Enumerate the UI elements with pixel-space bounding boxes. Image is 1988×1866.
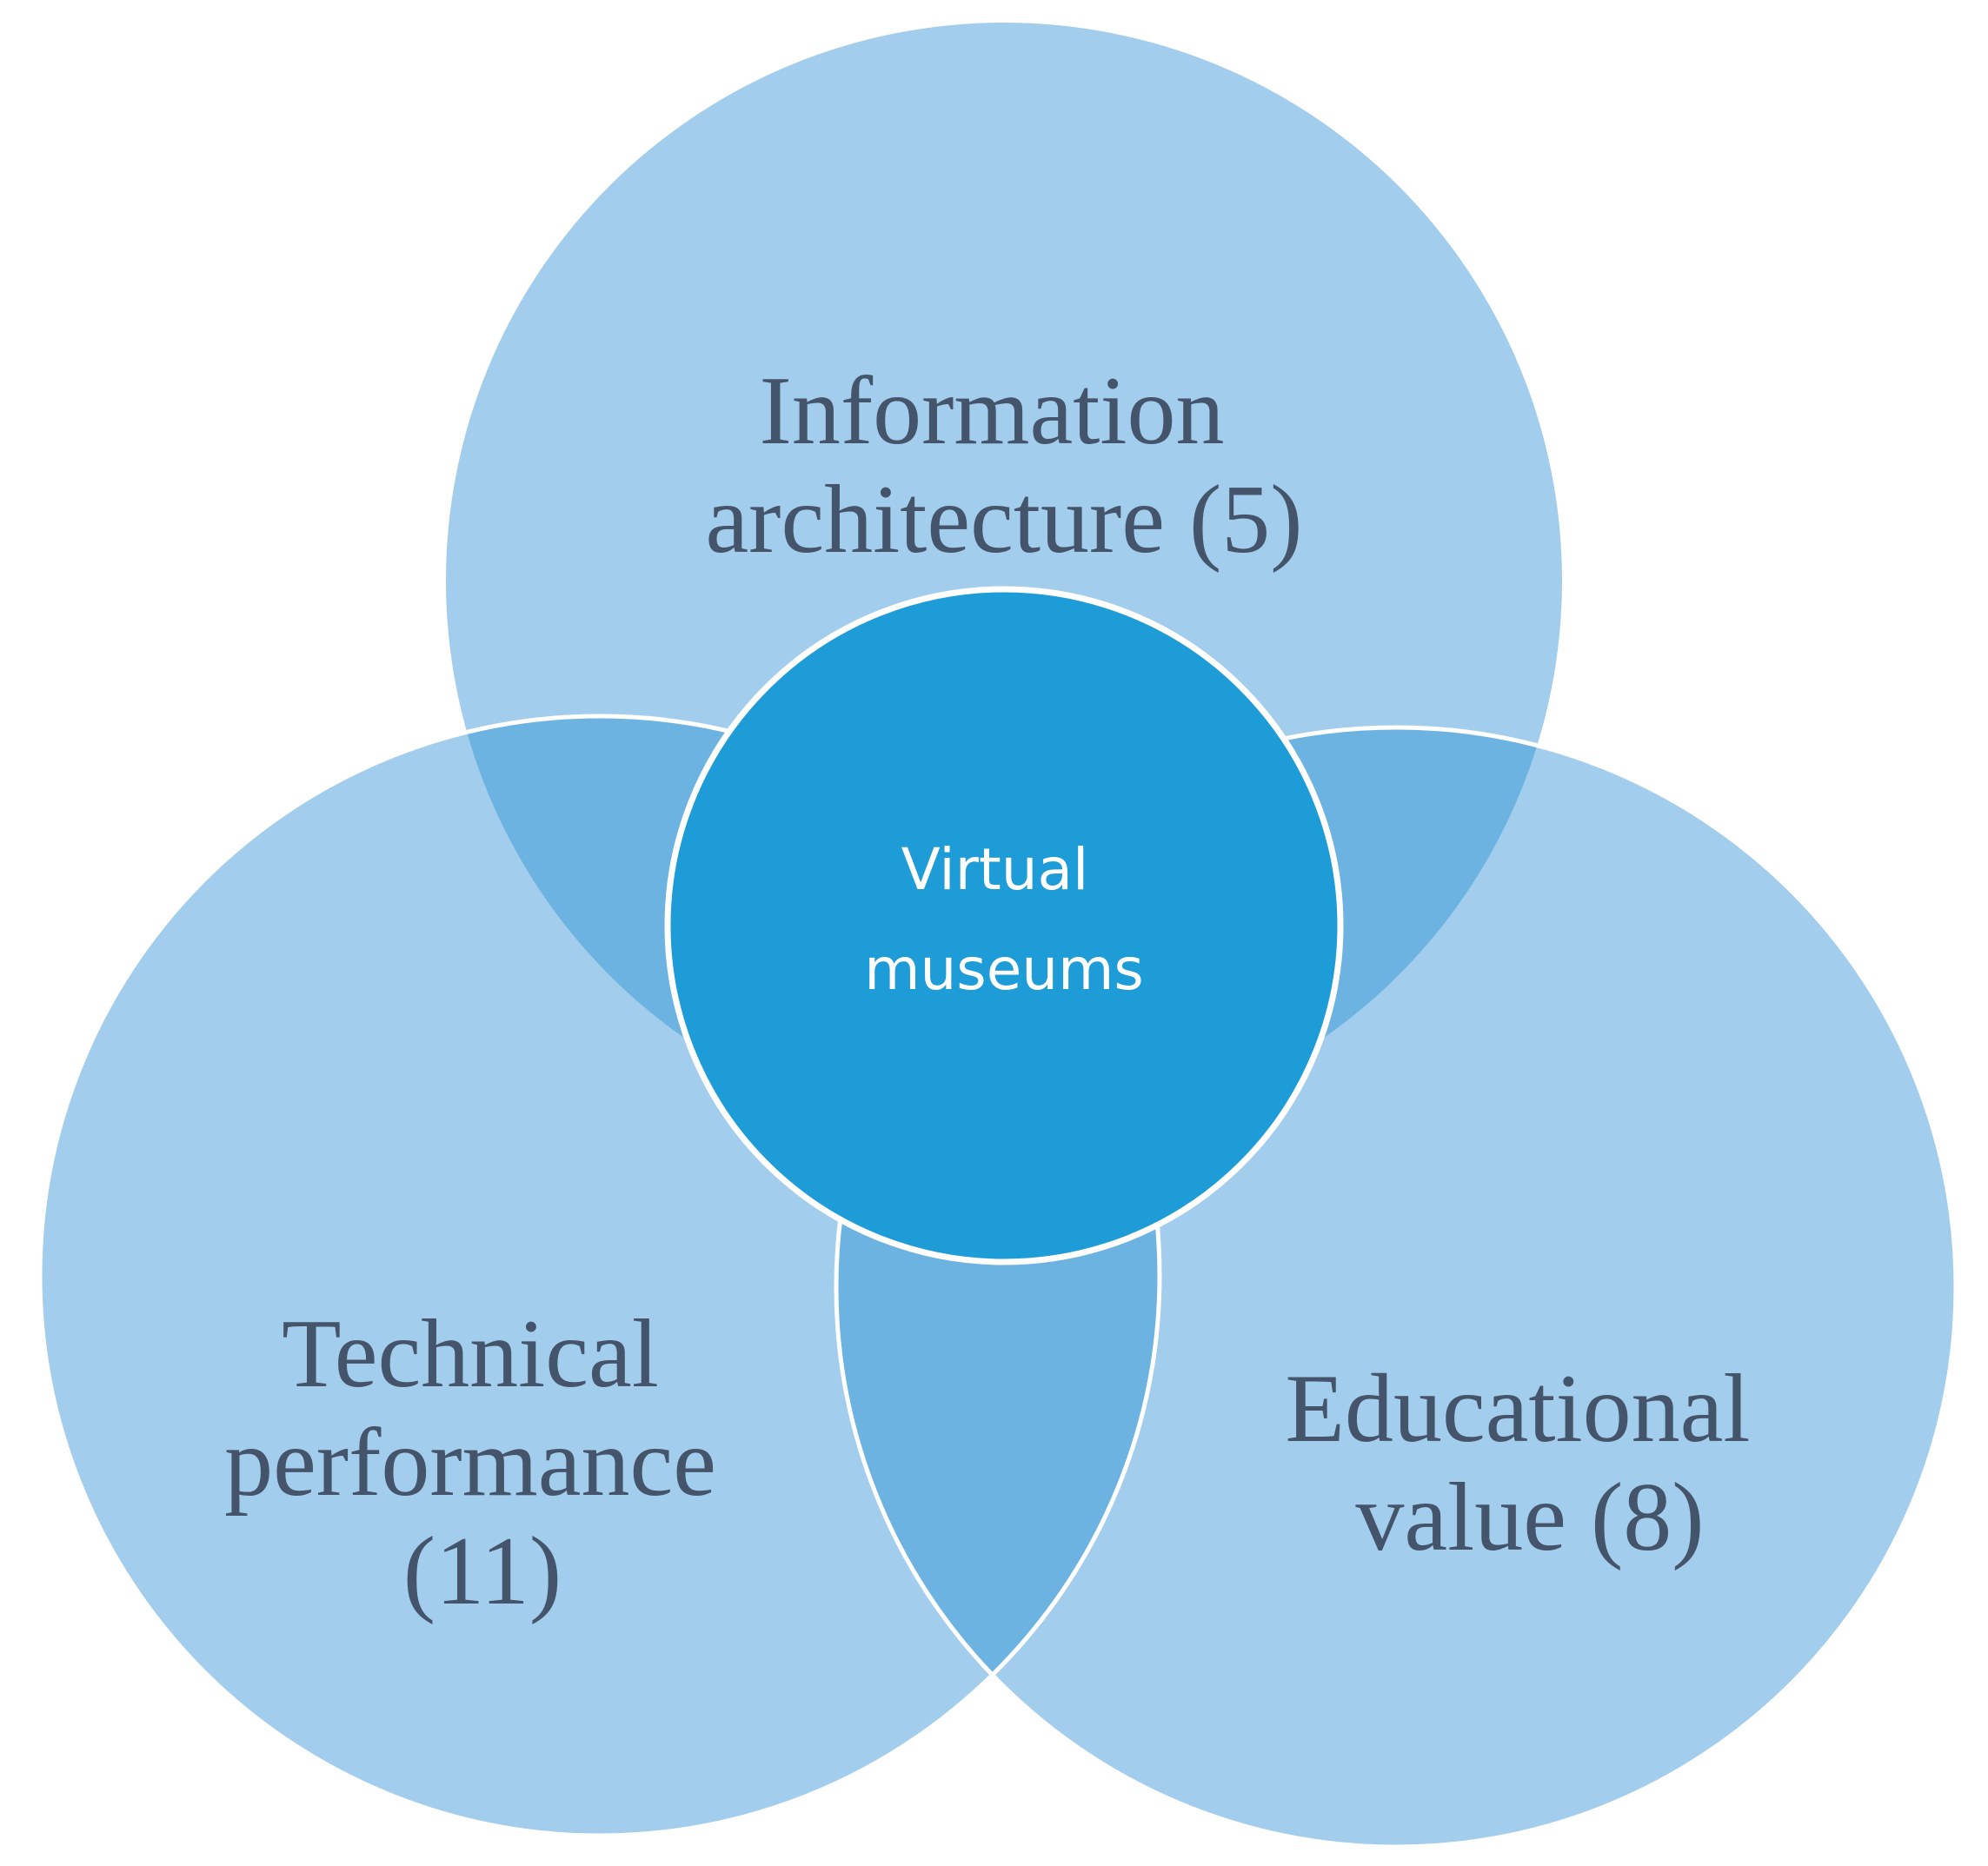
center-label-line-1: Virtual xyxy=(901,836,1089,903)
center-label: Virtual museums xyxy=(864,836,1144,1003)
outline-technical-performance xyxy=(37,714,1162,1838)
label-technical-performance-line-3: (11) xyxy=(403,1517,562,1625)
label-information-architecture: Information architecture (5) xyxy=(705,357,1302,574)
outline-educational-value xyxy=(834,725,1958,1849)
label-information-architecture-line-2: architecture (5) xyxy=(705,466,1302,574)
label-technical-performance-line-2: performance xyxy=(224,1409,716,1517)
label-technical-performance-line-1: Technical xyxy=(282,1300,659,1408)
label-educational-value: Educational value (8) xyxy=(1286,1355,1775,1571)
label-educational-value-line-1: Educational xyxy=(1286,1355,1751,1463)
center-circle xyxy=(664,586,1344,1265)
label-technical-performance: Technical performance (11) xyxy=(224,1300,741,1625)
label-educational-value-line-2: value (8) xyxy=(1355,1464,1704,1571)
label-information-architecture-line-1: Information xyxy=(760,357,1225,465)
center-label-line-2: museums xyxy=(864,936,1144,1003)
